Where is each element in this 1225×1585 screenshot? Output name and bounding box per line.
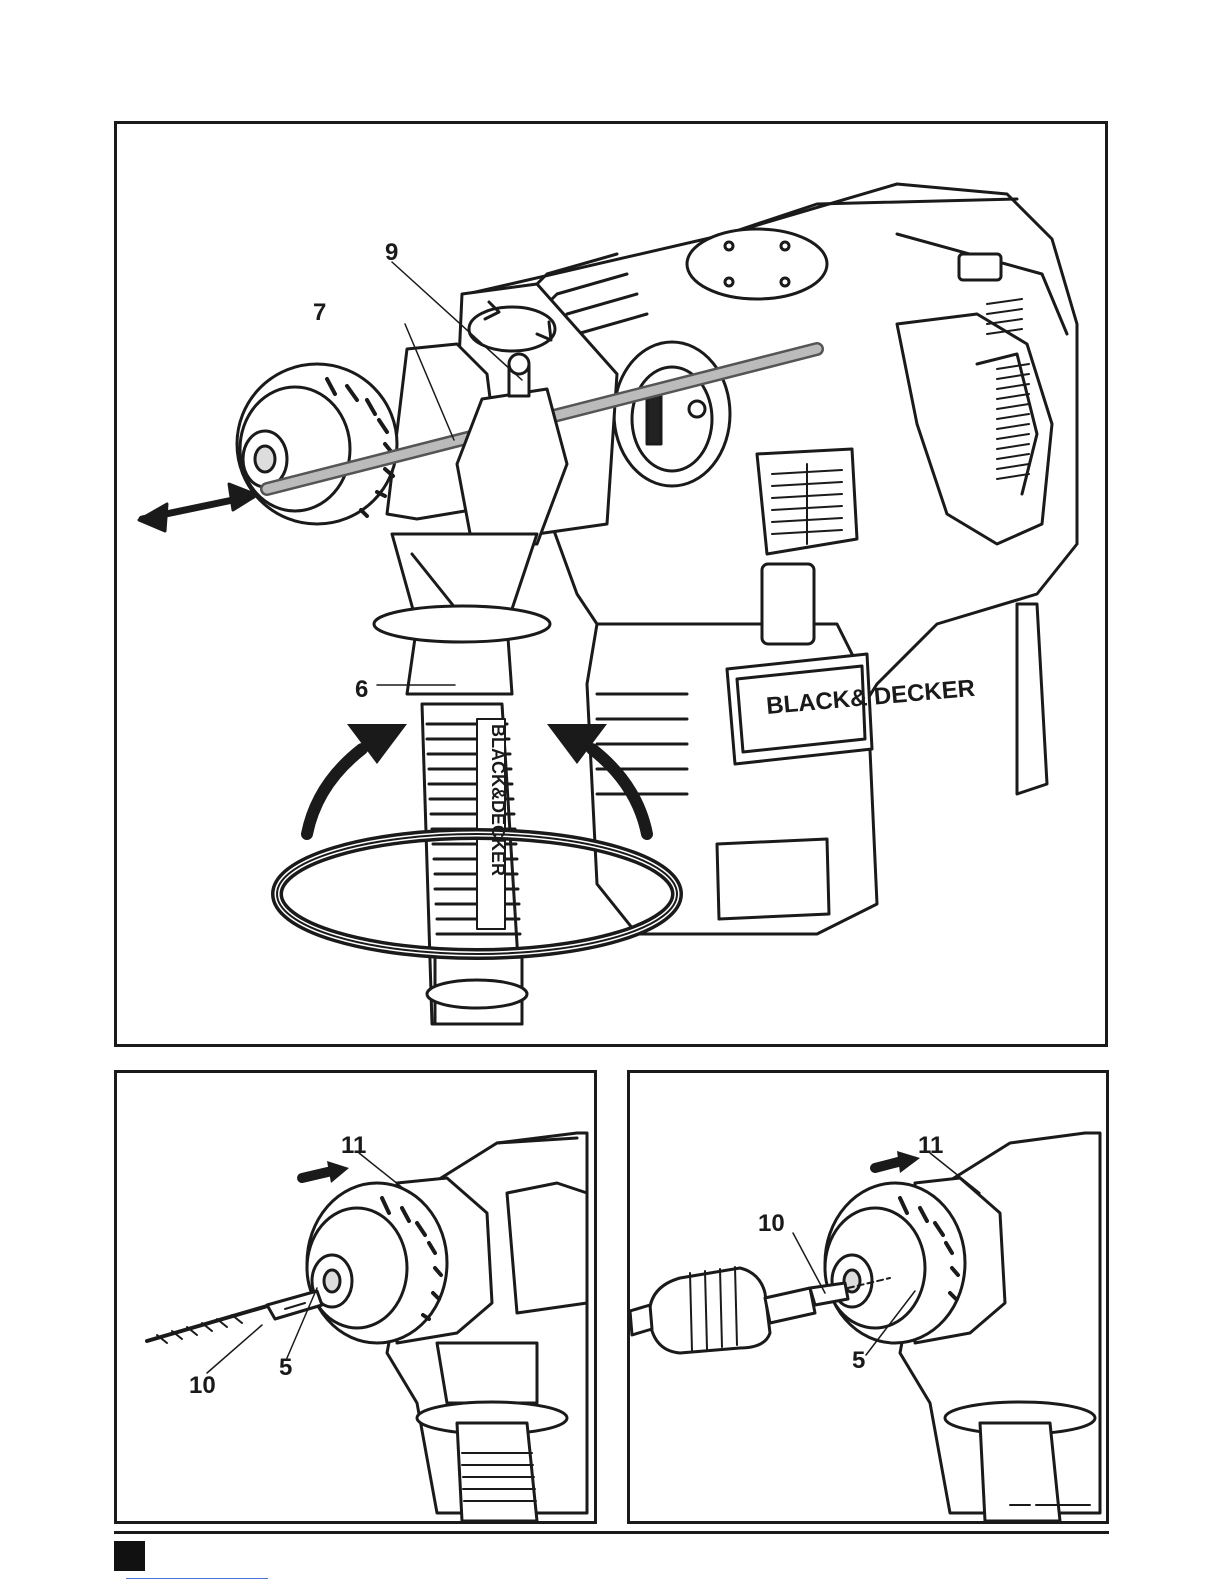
figure-bit-insert: 11 10 5 [114,1070,597,1524]
handle-brand-text: BLACK&DECKER [488,724,508,876]
callout-7: 7 [313,299,326,326]
callout-11: 11 [341,1132,366,1159]
callout-9: 9 [385,239,398,266]
drill-illustration: BLACK& DECKER BLACK&DECKER 9 7 6 [117,124,1105,1044]
bit-insert-illustration: 11 10 5 [117,1073,594,1521]
figure-chuck-insert: 11 10 5 [627,1070,1109,1524]
figure-main: BLACK& DECKER BLACK&DECKER 9 7 6 [114,121,1108,1047]
callout-6: 6 [355,676,368,703]
push-arrow-icon [302,1161,349,1183]
push-arrow-icon [875,1151,920,1173]
bottom-link-line [126,1578,268,1579]
callout-11: 11 [918,1132,943,1159]
footer-rule [114,1531,1109,1534]
page-marker [114,1541,145,1571]
callout-5: 5 [852,1347,865,1374]
double-arrow-icon [139,484,257,531]
callout-5: 5 [279,1354,292,1381]
chuck-insert-illustration: 11 10 5 [630,1073,1106,1521]
callout-10: 10 [189,1372,216,1399]
callout-10: 10 [758,1210,785,1237]
